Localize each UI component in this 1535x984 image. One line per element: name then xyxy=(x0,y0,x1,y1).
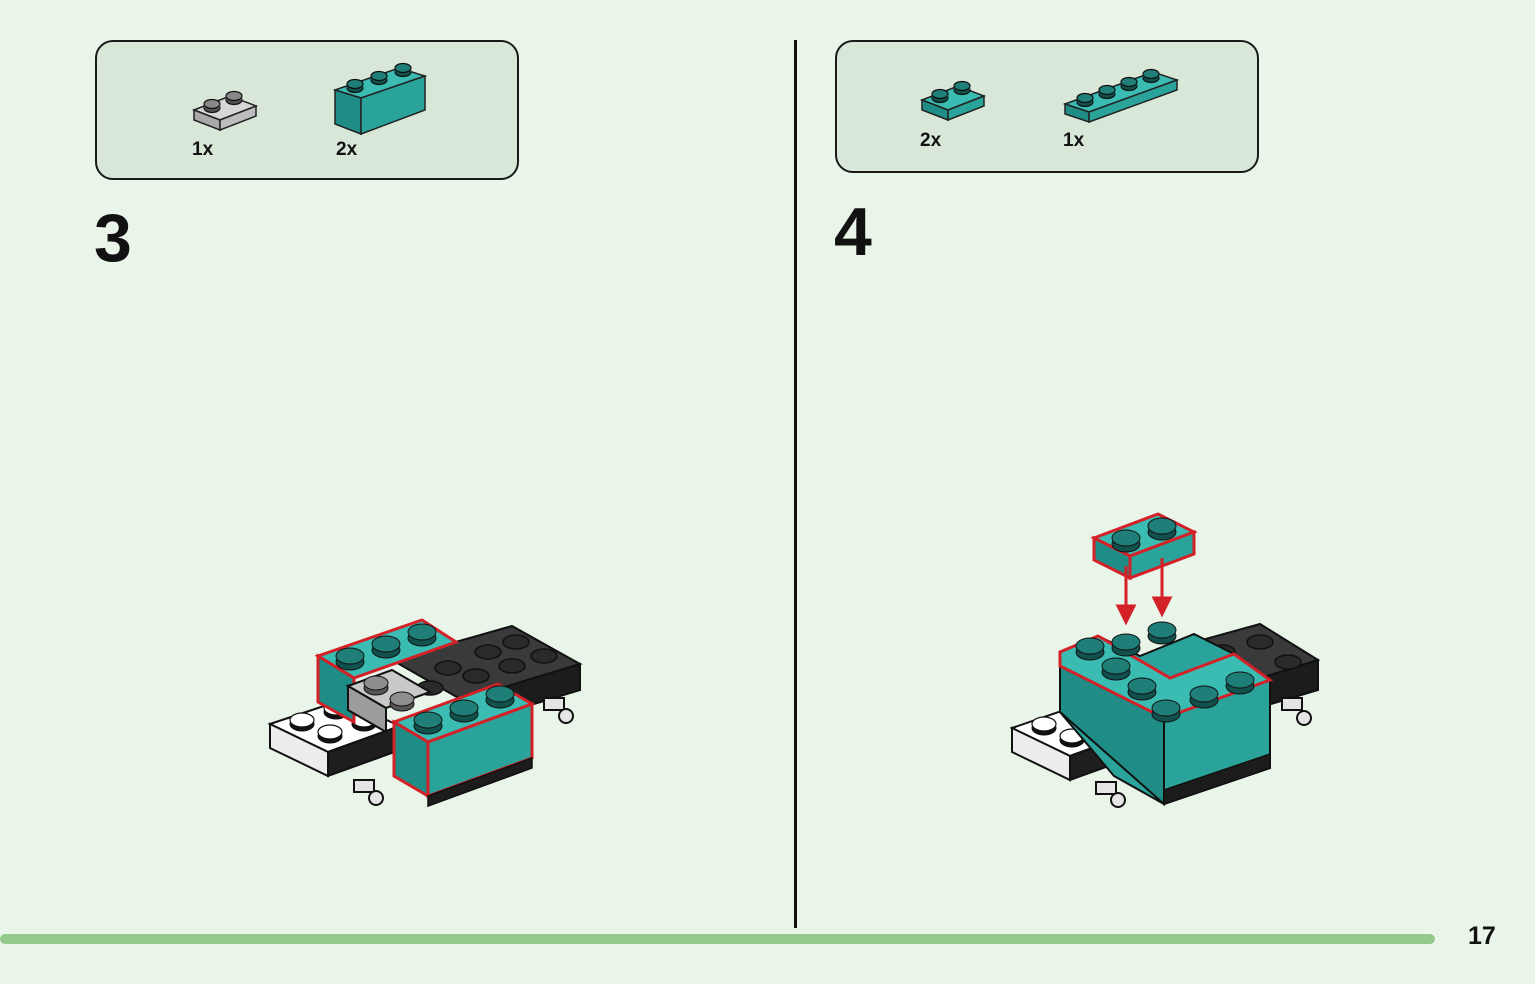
part-quantity: 2x xyxy=(336,139,358,160)
part-quantity: 1x xyxy=(192,139,214,160)
teal-plate-icon xyxy=(919,80,987,122)
page-divider xyxy=(794,40,797,928)
step-4-build-illustration xyxy=(1009,512,1321,808)
light-gray-plate-icon xyxy=(191,90,259,132)
step-3-build-illustration xyxy=(267,618,583,808)
page-number: 17 xyxy=(1468,922,1496,950)
step-number-4: 4 xyxy=(834,194,872,270)
step-number-3: 3 xyxy=(94,200,132,276)
part-quantity: 2x xyxy=(920,130,942,151)
progress-bar xyxy=(0,934,1435,944)
part-quantity: 1x xyxy=(1063,130,1085,151)
teal-plate-long-icon xyxy=(1062,68,1180,124)
teal-brick-icon xyxy=(333,62,427,136)
parts-list-step-4: 2x 1x xyxy=(835,40,1259,173)
parts-list-step-3: 1x 2x xyxy=(95,40,519,180)
